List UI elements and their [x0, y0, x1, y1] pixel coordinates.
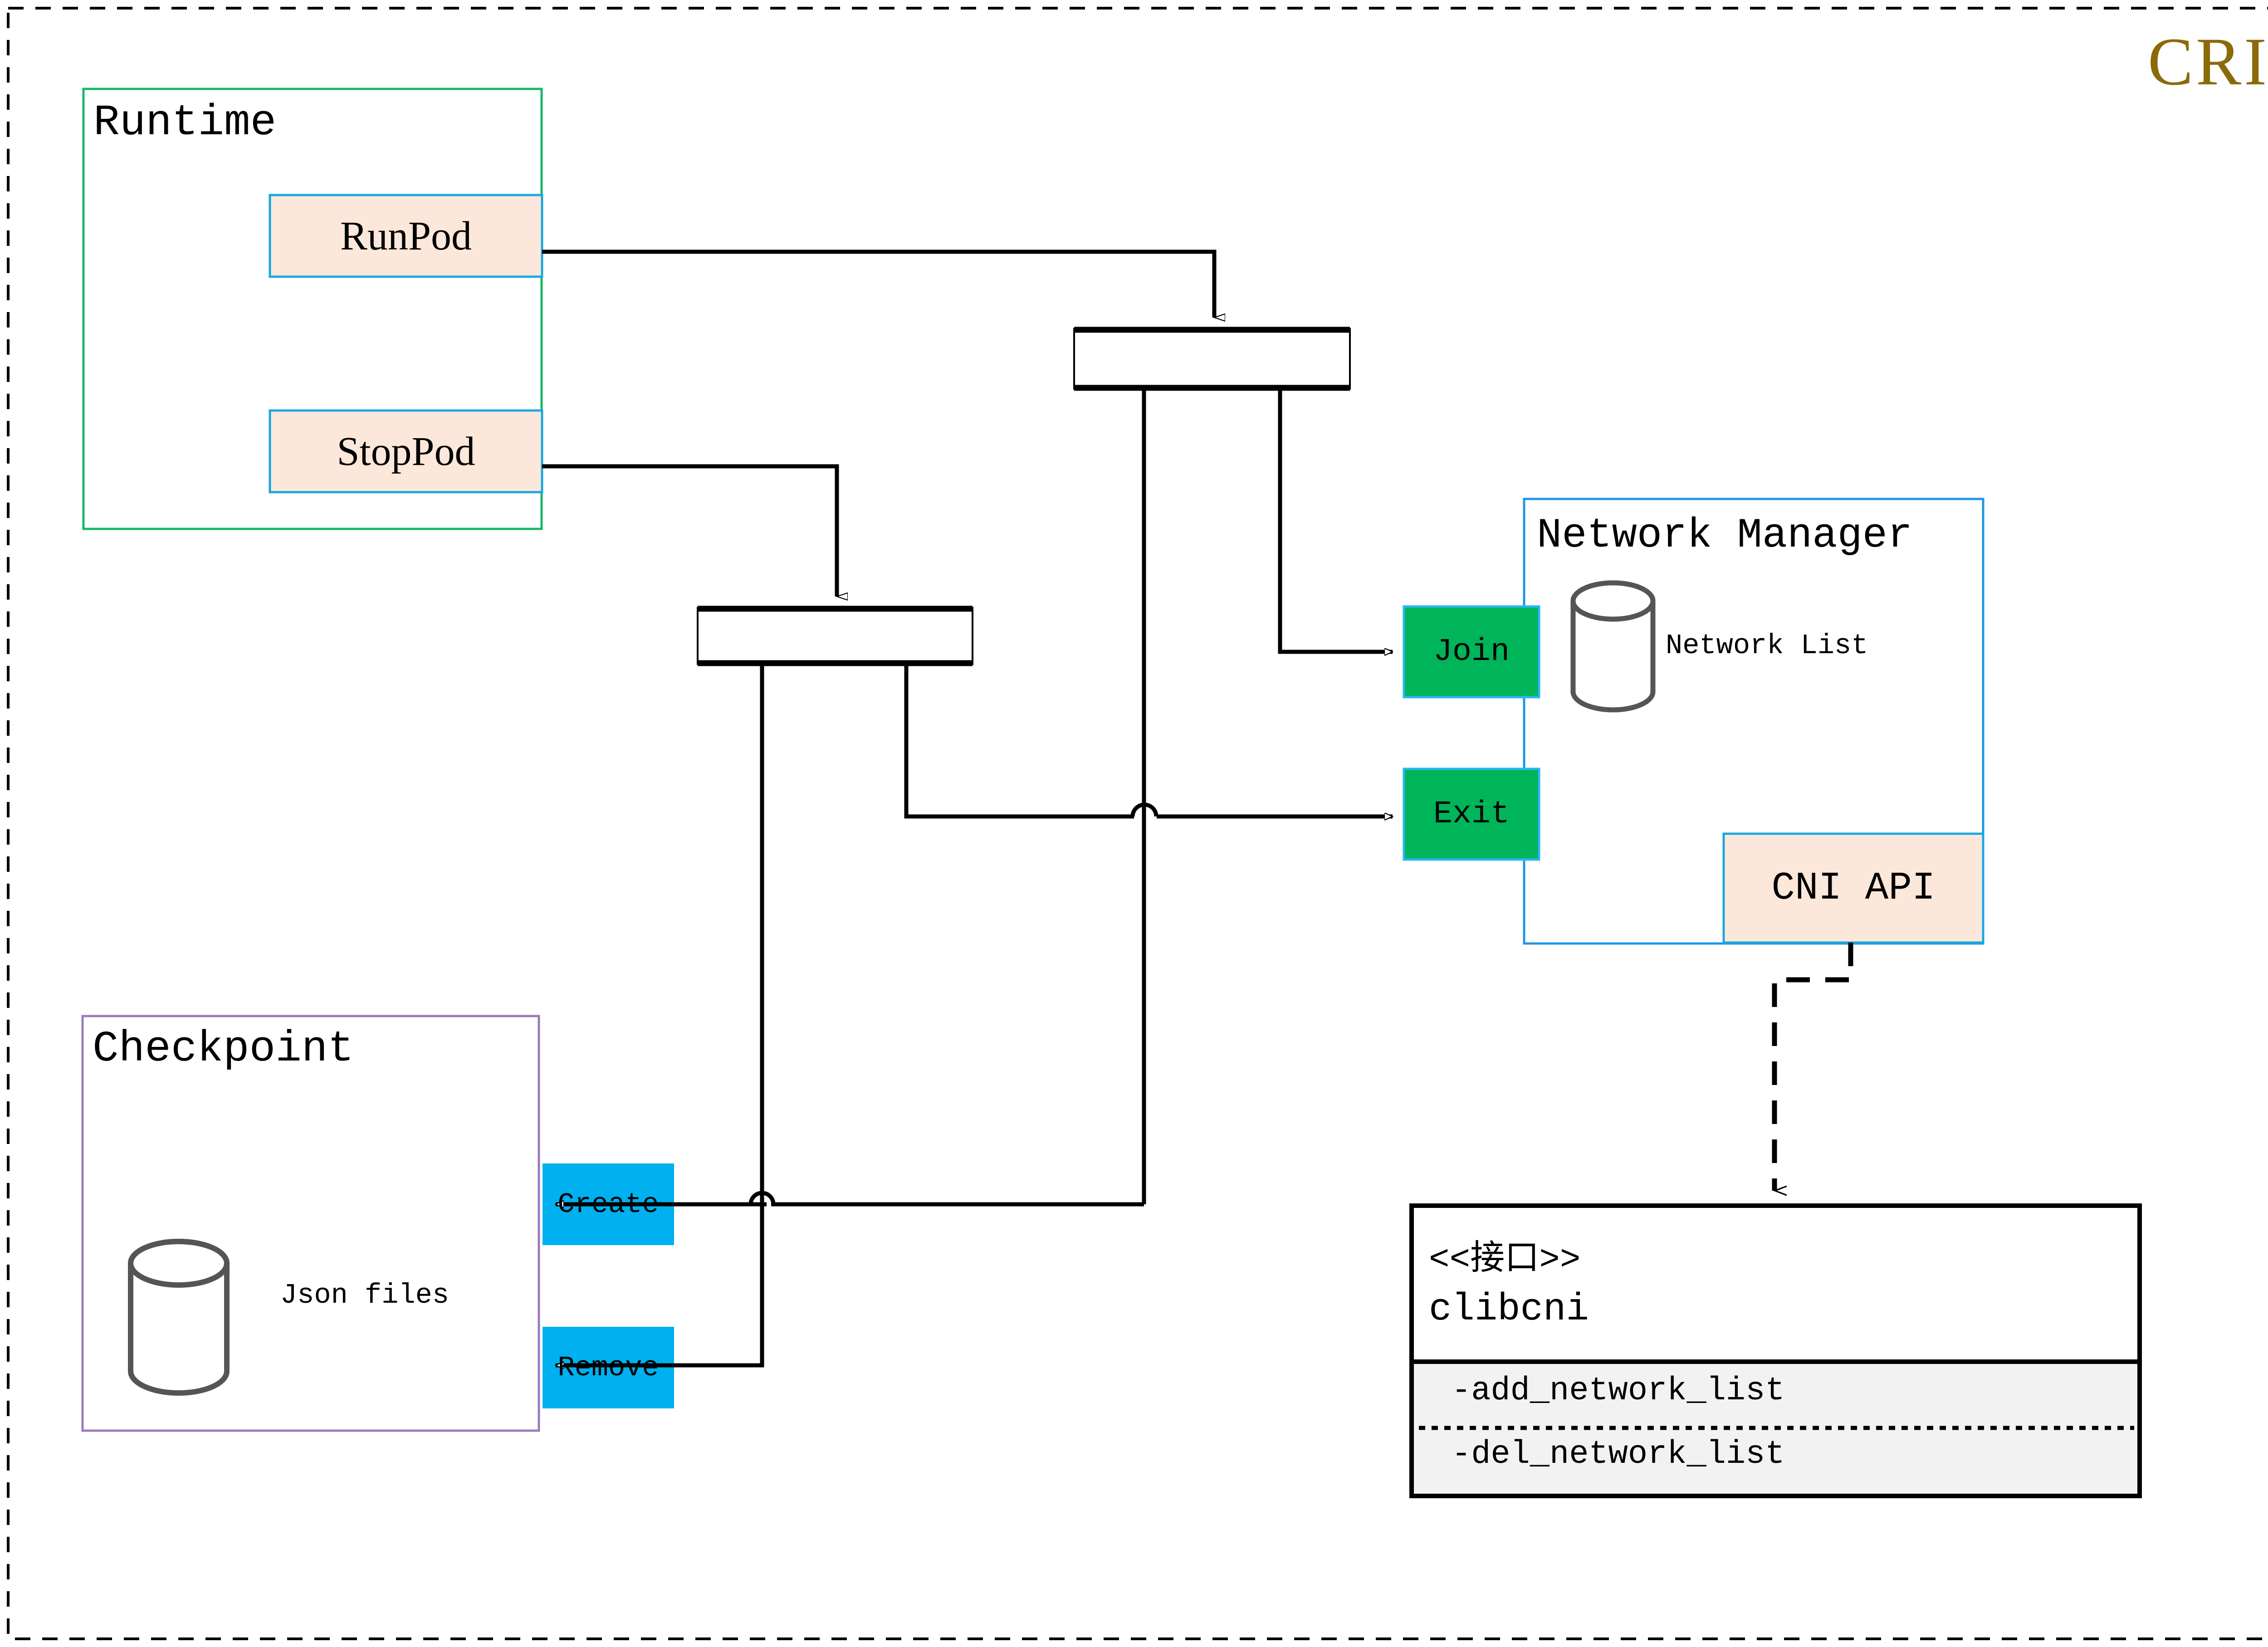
box-remove[interactable]	[543, 1327, 674, 1408]
datastore-network-list-label: Network List	[1666, 630, 1868, 662]
fork-bar-bottom	[697, 606, 973, 666]
box-exit[interactable]	[1403, 767, 1540, 861]
box-stoppod[interactable]	[269, 409, 543, 494]
edge-stoppod-to-fork	[542, 464, 837, 596]
box-cni-api-label: CNI API	[1771, 866, 1936, 910]
edge-runpod-to-fork	[542, 249, 1214, 318]
interface-method-del: -del_network_list	[1452, 1436, 1785, 1473]
edge-cni-to-clibcni	[1772, 943, 1853, 1191]
group-checkpoint-label: Checkpoint	[93, 1024, 354, 1074]
box-stoppod-label: StopPod	[337, 429, 475, 474]
interface-name: clibcni	[1429, 1288, 1589, 1331]
interface-method-add: -add_network_list	[1452, 1372, 1785, 1409]
edge-fork-to-remove	[556, 664, 764, 1365]
group-network-manager-label: Network Manager	[1537, 512, 1913, 559]
cylinder-json-files	[128, 1239, 230, 1396]
group-runtime-label: Runtime	[93, 98, 277, 147]
edge-fork-to-exit	[904, 664, 1393, 816]
fork-bar-top	[1073, 327, 1351, 391]
box-create-label: Create	[557, 1188, 659, 1221]
box-cni-api[interactable]	[1722, 832, 1984, 944]
outer-frame	[7, 7, 2268, 1640]
box-join-label: Join	[1433, 634, 1510, 670]
line-hop-exit	[1130, 802, 1158, 817]
box-runpod[interactable]	[269, 194, 543, 278]
datastore-json-files-label: Json files	[280, 1279, 450, 1311]
box-remove-label: Remove	[557, 1351, 659, 1384]
page-title: CRI	[2148, 24, 2268, 99]
box-runpod-label: RunPod	[340, 213, 472, 259]
cylinder-network-list	[1570, 580, 1656, 713]
box-exit-label: Exit	[1433, 796, 1510, 832]
interface-clibcni[interactable]	[1409, 1203, 2142, 1498]
box-join[interactable]	[1403, 605, 1540, 699]
edge-fork-to-join	[1278, 389, 1393, 652]
interface-stereotype: <<接口>>	[1429, 1241, 1581, 1280]
